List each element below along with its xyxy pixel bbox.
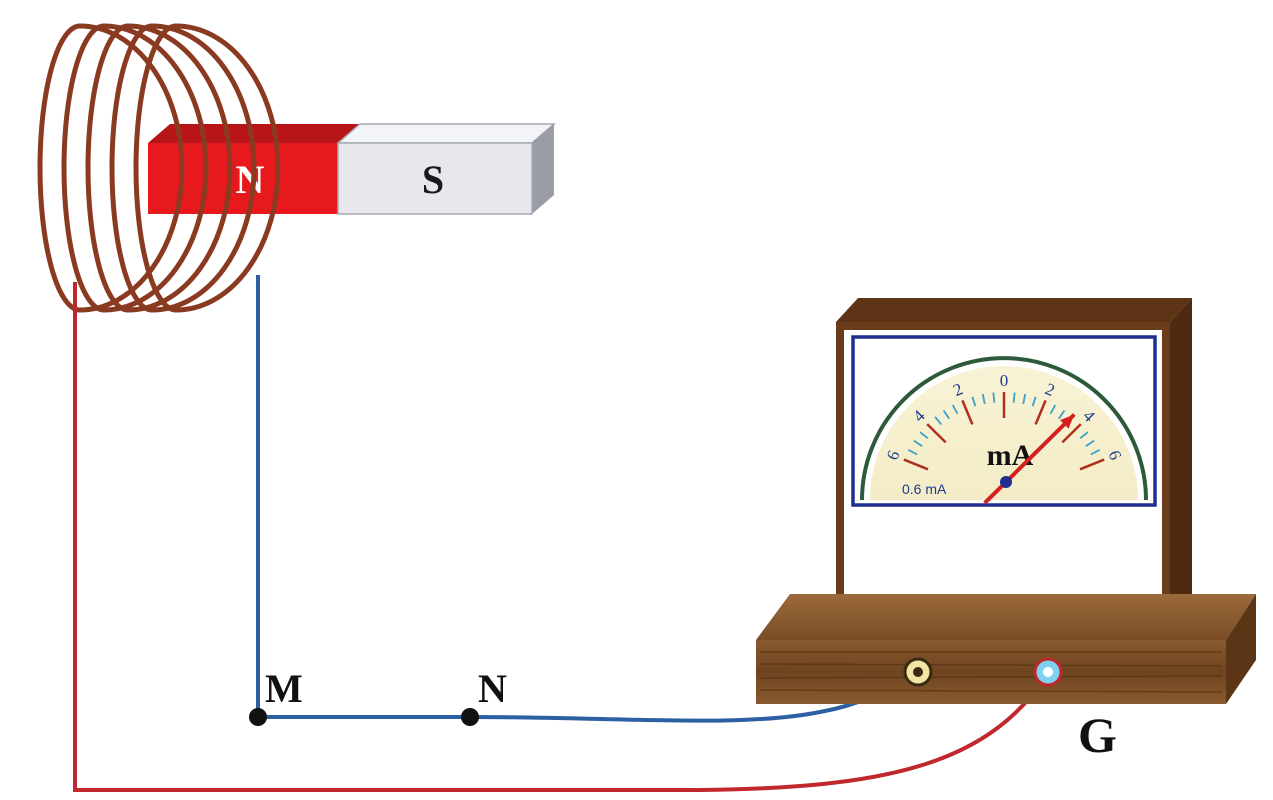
dial-major-tick <box>961 399 974 425</box>
coil-turn-back <box>85 23 129 313</box>
south-pole-label: S <box>422 157 444 202</box>
dial-minor-tick <box>1079 431 1089 440</box>
dial-minor-tick <box>1085 439 1095 447</box>
dial-minor-tick <box>1012 392 1016 403</box>
coil <box>37 23 177 313</box>
dial-minor-tick <box>1022 393 1027 405</box>
meter-box-top <box>836 298 1192 322</box>
galvanometer-label: G <box>1078 707 1117 763</box>
dial-face <box>870 366 1138 500</box>
dial-minor-tick <box>1058 409 1066 420</box>
dial-minor-tick <box>919 431 929 440</box>
coil-turn-front <box>127 23 233 313</box>
range-note: 0.6 mA <box>902 481 947 497</box>
coil-turn-front <box>79 23 185 313</box>
dial-major-tick <box>1079 458 1105 471</box>
coil-turn-back <box>37 23 81 313</box>
terminal-right-center <box>1043 667 1053 677</box>
coil-turn-front <box>151 23 257 313</box>
coil-front <box>79 23 281 313</box>
wood-grain <box>759 651 1223 693</box>
coil-turn-back <box>61 23 105 313</box>
dial-minor-tick <box>951 404 959 415</box>
point-n <box>461 708 479 726</box>
coil-turn-back <box>109 23 153 313</box>
unit-label: mA <box>987 439 1034 472</box>
meter-box-side <box>1170 298 1192 622</box>
bar-magnet: N S <box>148 123 557 215</box>
needle-tip <box>1060 414 1075 429</box>
terminal-left-center <box>913 667 923 677</box>
base-front <box>756 640 1226 704</box>
dial-rim <box>860 356 1148 501</box>
dial-minor-tick <box>934 416 943 426</box>
dial-minor-tick <box>1090 449 1101 456</box>
dial-major-tick <box>1061 423 1082 444</box>
coil-turn-front <box>103 23 209 313</box>
red-wire <box>73 282 1050 792</box>
point-m-label: M <box>265 666 303 711</box>
dial-minor-tick <box>1031 396 1037 407</box>
dial-minor-tick <box>907 449 918 456</box>
base-side <box>1226 594 1256 704</box>
magnet-south-pole <box>337 142 533 215</box>
needle-pivot <box>1000 476 1012 488</box>
dial-major-tick <box>903 458 929 471</box>
dial-minor-tick <box>992 392 996 403</box>
dial-minor-tick <box>981 393 986 405</box>
dial-minor-tick <box>942 409 950 420</box>
dial-major-tick <box>1034 399 1047 425</box>
dial-minor-tick <box>913 439 923 447</box>
magnet-end-face <box>532 124 554 214</box>
point-n-label: N <box>478 666 507 711</box>
point-m <box>249 708 267 726</box>
needle <box>983 413 1076 505</box>
dial-minor-tick <box>971 396 977 407</box>
dial-scale-label: 0 <box>1000 371 1009 390</box>
coil-turn-front <box>175 23 281 313</box>
base-top <box>756 594 1256 640</box>
magnet-south-top <box>335 123 557 144</box>
dial-major-tick <box>926 423 947 444</box>
coil-turn-back <box>133 23 177 313</box>
dial-minor-tick <box>1049 404 1057 415</box>
